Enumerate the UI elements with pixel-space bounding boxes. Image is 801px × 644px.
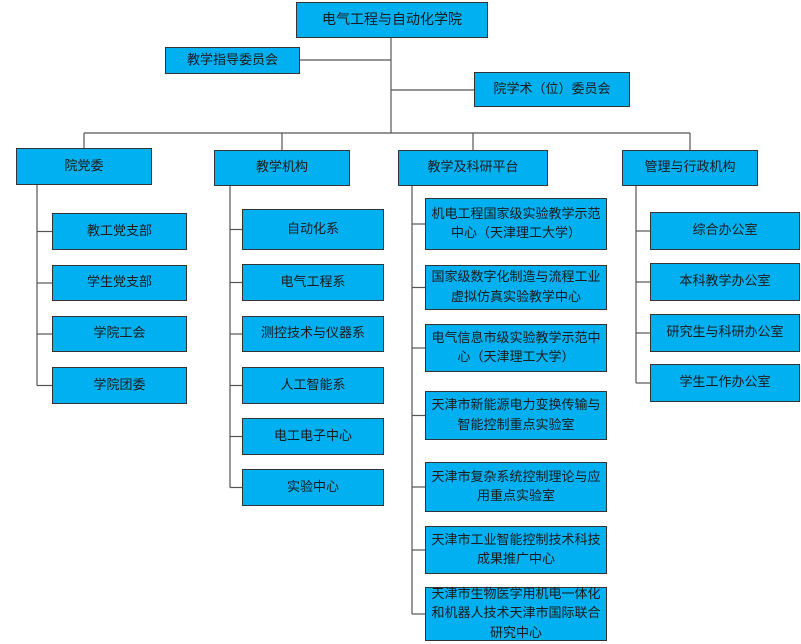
child-node: 研究生与科研办公室 [650,314,800,352]
teaching-committee-node: 教学指导委员会 [165,47,300,74]
child-node: 学生党支部 [52,265,187,301]
branch-node: 教学机构 [214,150,350,186]
branch-node: 管理与行政机构 [622,150,758,186]
child-node: 机电工程国家级实验教学示范中心（天津理工大学） [425,198,607,250]
child-node: 实验中心 [242,469,384,506]
child-node: 测控技术与仪器系 [242,316,384,352]
child-node: 学生工作办公室 [650,364,800,402]
child-node: 电气信息市级实验教学示范中心（天津理工大学） [425,324,607,372]
academic-committee-node: 院学术（位）委员会 [474,72,630,107]
child-node: 天津市工业智能控制技术科技成果推广中心 [425,526,607,574]
child-node: 电气工程系 [242,264,384,301]
child-node: 自动化系 [242,209,384,250]
child-node: 国家级数字化制造与流程工业虚拟仿真实验教学中心 [425,265,607,310]
child-node: 电工电子中心 [242,418,384,455]
child-node: 综合办公室 [650,212,800,250]
child-node: 学院团委 [52,367,187,404]
child-node: 天津市生物医学用机电一体化和机器人技术天津市国际联合研究中心 [425,587,607,641]
child-node: 学院工会 [52,316,187,352]
child-node: 人工智能系 [242,367,384,404]
root-node: 电气工程与自动化学院 [296,2,488,38]
branch-node: 院党委 [16,148,152,185]
child-node: 教工党支部 [52,213,187,250]
child-node: 天津市新能源电力变换传输与智能控制重点实验室 [425,391,607,440]
child-node: 天津市复杂系统控制理论与应用重点实验室 [425,462,607,512]
branch-node: 教学及科研平台 [398,150,548,186]
child-node: 本科教学办公室 [650,263,800,301]
